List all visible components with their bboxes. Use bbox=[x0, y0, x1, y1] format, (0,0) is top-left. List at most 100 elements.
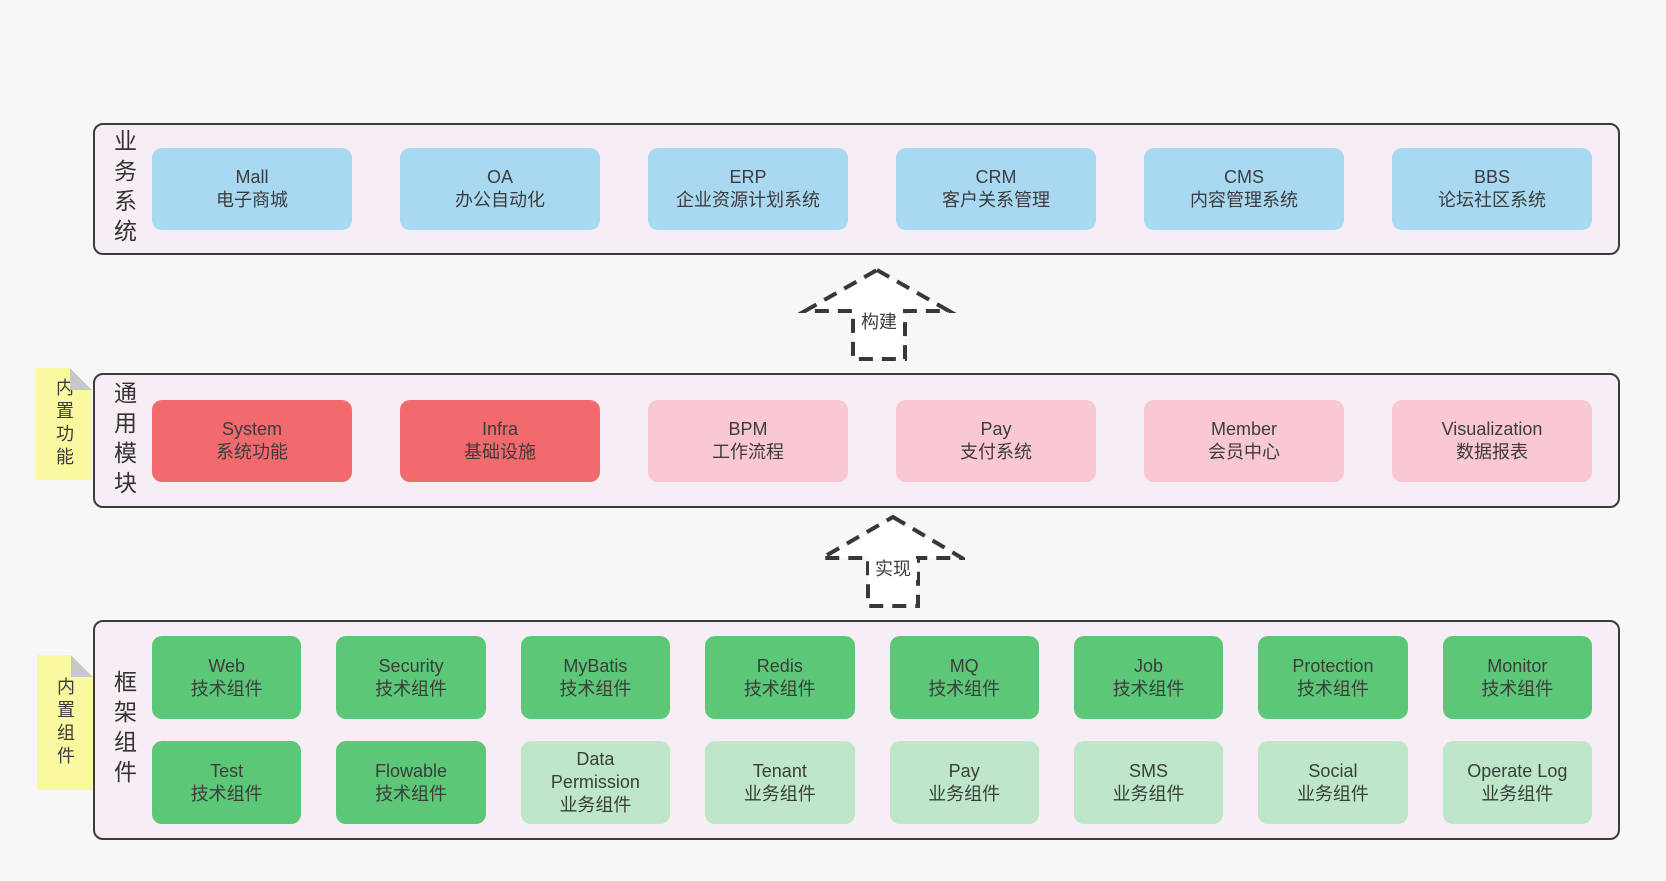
box-title: Pay bbox=[980, 418, 1012, 439]
box-title: Infra bbox=[481, 418, 519, 439]
box-subtitle: 支付系统 bbox=[960, 441, 1032, 462]
box-title: Protection bbox=[1292, 655, 1374, 676]
box-title: Job bbox=[1134, 655, 1164, 676]
box-subtitle: 数据报表 bbox=[1456, 441, 1528, 462]
box-subtitle: 企业资源计划系统 bbox=[676, 190, 820, 210]
layer-label-text: 框架组件 bbox=[110, 670, 137, 790]
box-title: BBS bbox=[1473, 167, 1511, 187]
sticky-note-text: 内置组件 bbox=[55, 676, 75, 769]
implement-arrow: 实现 bbox=[815, 512, 965, 610]
sticky-note-builtin-components: 内置组件 bbox=[37, 655, 93, 790]
box-subtitle: 技术组件 bbox=[559, 678, 632, 699]
box-subtitle: 会员中心 bbox=[1208, 441, 1280, 462]
box-title: Data Permission bbox=[550, 749, 640, 792]
box-title: SMS bbox=[1129, 760, 1169, 781]
layer-label-common-modules: 通用模块 bbox=[95, 375, 152, 506]
box-subtitle: 内容管理系统 bbox=[1190, 190, 1298, 210]
box-subtitle: 系统功能 bbox=[216, 441, 288, 462]
box-subtitle: 技术组件 bbox=[190, 783, 263, 804]
box-subtitle: 工作流程 bbox=[712, 441, 784, 462]
box-data-permission: Data Permission 业务组件 bbox=[520, 741, 671, 824]
box-crm: CRM 客户关系管理 bbox=[896, 148, 1096, 230]
box-title: Monitor bbox=[1487, 655, 1548, 676]
sticky-note-text: 内置功能 bbox=[54, 378, 74, 470]
box-title: CRM bbox=[975, 167, 1017, 187]
box-subtitle: 业务组件 bbox=[1481, 783, 1554, 804]
box-subtitle: 办公自动化 bbox=[455, 190, 545, 210]
box-title: MyBatis bbox=[563, 655, 628, 676]
layer-label-business-systems: 业务系统 bbox=[95, 125, 152, 253]
box-title: Visualization bbox=[1441, 418, 1543, 439]
box-title: Tenant bbox=[752, 760, 807, 781]
box-title: MQ bbox=[949, 655, 979, 676]
box-title: Redis bbox=[756, 655, 803, 676]
implement-arrow-label: 实现 bbox=[869, 559, 917, 580]
box-title: ERP bbox=[729, 167, 767, 187]
box-subtitle: 技术组件 bbox=[375, 783, 448, 804]
box-subtitle: 技术组件 bbox=[743, 678, 816, 699]
box-title: Test bbox=[210, 760, 244, 781]
box-title: Operate Log bbox=[1467, 760, 1568, 781]
box-title: Social bbox=[1308, 760, 1358, 781]
box-subtitle: 业务组件 bbox=[559, 795, 632, 815]
box-title: Pay bbox=[948, 760, 980, 781]
box-subtitle: 技术组件 bbox=[1296, 678, 1369, 699]
box-title: CMS bbox=[1224, 167, 1264, 187]
box-subtitle: 技术组件 bbox=[1481, 678, 1554, 699]
layer-label-text: 业务系统 bbox=[110, 129, 137, 249]
box-title: Flowable bbox=[375, 760, 448, 781]
build-arrow: 构建 bbox=[797, 266, 957, 363]
box-subtitle: 电子商城 bbox=[216, 190, 288, 210]
sticky-note-builtin-features: 内置功能 bbox=[36, 368, 92, 480]
box-erp: ERP 企业资源计划系统 bbox=[648, 148, 848, 230]
box-title: Security bbox=[378, 655, 444, 676]
box-subtitle: 业务组件 bbox=[1112, 783, 1185, 804]
box-title: Web bbox=[208, 655, 246, 676]
box-subtitle: 技术组件 bbox=[928, 678, 1001, 699]
box-subtitle: 基础设施 bbox=[464, 441, 536, 462]
box-title: Member bbox=[1210, 418, 1277, 439]
box-subtitle: 客户关系管理 bbox=[942, 190, 1050, 210]
box-title: BPM bbox=[728, 418, 768, 439]
box-subtitle: 业务组件 bbox=[928, 783, 1001, 804]
box-subtitle: 技术组件 bbox=[190, 678, 263, 699]
box-title: System bbox=[221, 418, 282, 439]
box-subtitle: 技术组件 bbox=[375, 678, 448, 699]
box-cms: CMS 内容管理系统 bbox=[1144, 148, 1344, 230]
layer-label-text: 通用模块 bbox=[110, 380, 137, 501]
layer-label-framework-components: 框架组件 bbox=[95, 622, 152, 838]
box-subtitle: 业务组件 bbox=[743, 783, 816, 804]
